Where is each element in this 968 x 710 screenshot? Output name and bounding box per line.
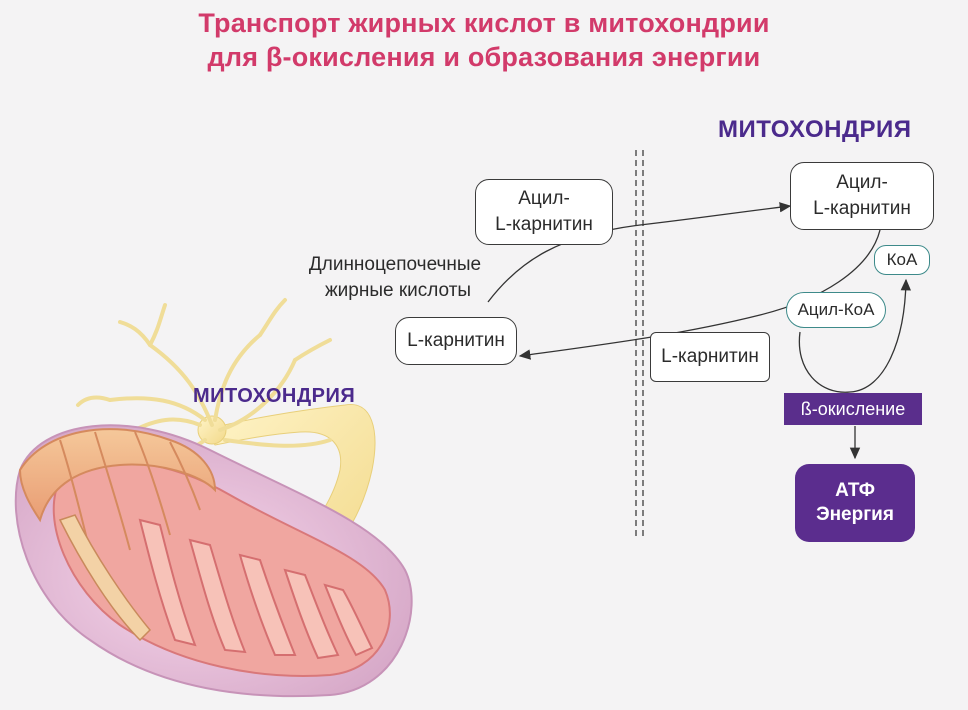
fatty-acids-line2: жирные кислоты xyxy=(324,280,472,301)
title-line-2: для β-окисления и образования энергии xyxy=(207,42,761,72)
coa-label: КоА xyxy=(886,250,918,269)
atp-label: АТФ xyxy=(835,480,875,501)
l-carnitine-outside-box: L-карнитин xyxy=(395,317,517,365)
arrow-carnitine-return xyxy=(518,229,881,360)
arrow-acyl-carnitine-transport xyxy=(487,202,792,303)
mitochondria-label-right: МИТОХОНДРИЯ xyxy=(718,116,912,143)
acyl-carnitine-outside-line2: L-карнитин xyxy=(495,214,593,235)
acyl-coa-label: Ацил-КоА xyxy=(797,300,875,319)
neuron-dendrites xyxy=(76,298,332,459)
acyl-coa-box: Ацил-КоА xyxy=(786,292,886,328)
mitochondria-label-left: МИТОХОНДРИЯ xyxy=(193,385,356,407)
acyl-carnitine-outside-box: Ацил- L-карнитин xyxy=(475,179,613,245)
acyl-carnitine-inside-line1: Ацил- xyxy=(836,172,888,193)
title-line-1: Транспорт жирных кислот в митохондрии xyxy=(198,8,770,38)
coa-box: КоА xyxy=(874,245,930,275)
cut-edge xyxy=(58,514,152,642)
l-carnitine-outside-label: L-карнитин xyxy=(407,330,505,351)
diagram-title: Транспорт жирных кислот в митохондрии дл… xyxy=(0,6,968,74)
beta-oxidation-box: ß-окисление xyxy=(784,393,922,425)
beta-oxidation-label: ß-окисление xyxy=(800,398,906,419)
acyl-carnitine-inside-box: Ацил- L-карнитин xyxy=(790,162,934,230)
acyl-carnitine-outside-line1: Ацил- xyxy=(518,188,570,209)
arrow-acyl-coa-cycle xyxy=(798,278,912,393)
l-carnitine-membrane-label: L-карнитин xyxy=(661,346,759,367)
fatty-acids-line1: Длинноцепочечные xyxy=(308,254,482,275)
l-carnitine-membrane-box: L-карнитин xyxy=(650,332,770,382)
cristae xyxy=(138,518,374,660)
outer-cap xyxy=(18,428,217,523)
acyl-carnitine-inside-line2: L-карнитин xyxy=(813,198,911,219)
energy-label: Энергия xyxy=(816,504,894,525)
atp-energy-box: АТФ Энергия xyxy=(795,464,915,542)
fatty-acids-label: Длинноцепочечные жирные кислоты xyxy=(292,252,498,304)
